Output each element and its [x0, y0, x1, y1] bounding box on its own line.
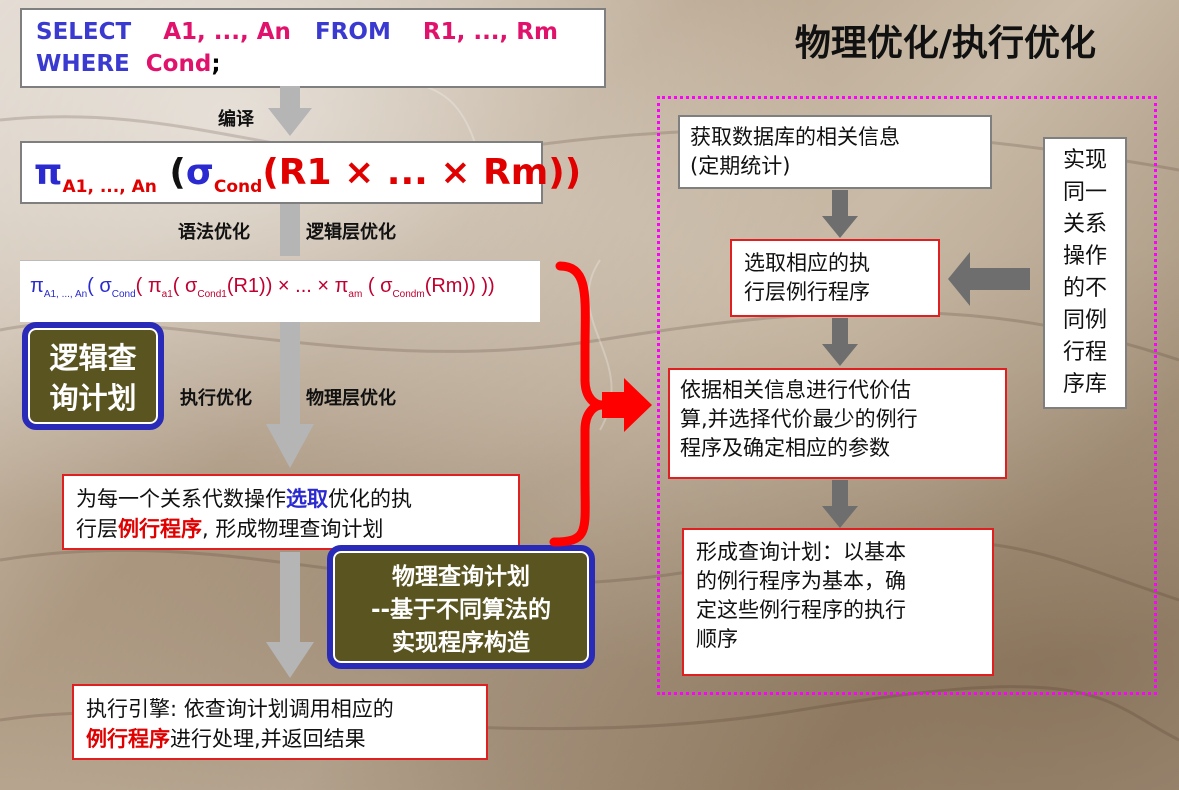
from-relations: R1, ..., Rm — [422, 19, 558, 45]
arrow-compile — [268, 86, 312, 136]
formula1-body: (R1 × ... × Rm)) — [262, 152, 582, 193]
formula2-part-c: ( π — [135, 275, 162, 297]
exec-routine-highlight: 例行程序 — [86, 727, 170, 751]
formula2-pi: π — [30, 275, 44, 297]
exec-engine-box: 执行引擎: 依查询计划调用相应的 例行程序进行处理,并返回结果 — [72, 684, 488, 760]
syntax-opt-label: 语法优化 — [178, 222, 250, 243]
formula2-sub-a: A1, ..., An — [43, 289, 88, 300]
arrow-to-exec — [266, 552, 314, 678]
formula2-sub-c: a1 — [161, 289, 173, 300]
phys-plan-line3: 实现程序构造 — [392, 630, 530, 656]
phys-plan-line2: --基于不同算法的 — [370, 597, 552, 623]
select-columns: A1, ..., An — [163, 19, 291, 45]
formula1-pi: π — [34, 152, 63, 193]
left-flow-arrows — [266, 86, 314, 678]
arrow-exec-opt — [266, 318, 314, 468]
compile-label: 编译 — [218, 109, 254, 130]
stats-info-box: 获取数据库的相关信息 (定期统计) — [678, 115, 992, 189]
logic-query-plan-badge: 逻辑查 询计划 — [22, 322, 164, 430]
formula2-sub-b: Cond — [111, 289, 136, 300]
physical-optimization-frame — [657, 96, 1157, 695]
select-box-text-1: 为每一个关系代数操作 — [76, 487, 286, 511]
formula2-part-d: ( σ — [172, 275, 198, 297]
formula2-sub-d: Cond1 — [197, 289, 227, 300]
logic-plan-line2: 询计划 — [49, 381, 137, 415]
select-box-text-4: , 形成物理查询计划 — [202, 517, 384, 541]
where-keyword: WHERE — [36, 51, 130, 77]
formula2-part-b: ( σ — [87, 275, 112, 297]
physical-layer-opt-label: 物理层优化 — [306, 388, 396, 409]
formula1-pi-sub: A1, ..., An — [62, 177, 157, 198]
formula1-open: ( — [156, 152, 186, 193]
formula2-part-f: ( σ — [362, 275, 393, 297]
sql-semicolon: ; — [211, 51, 221, 77]
select-box-text-3: 行层 — [76, 517, 118, 541]
select-box-text-2: 优化的执 — [328, 487, 412, 511]
arrow-box3-box4 — [822, 480, 858, 528]
from-keyword: FROM — [314, 19, 391, 45]
where-condition: Cond — [145, 51, 212, 77]
logic-plan-line1: 逻辑查 — [49, 341, 137, 375]
arrow-shaft-logic — [280, 196, 300, 256]
cost-estimate-box: 依据相关信息进行代价估 算,并选择代价最少的例行 程序及确定相应的参数 — [668, 368, 1007, 479]
page-title: 物理优化/执行优化 — [794, 23, 1096, 64]
select-keyword: SELECT — [36, 19, 132, 45]
routine-library-box: 实现 同一 关系 操作 的不 同例 行程 序库 — [1043, 137, 1127, 409]
sql-query-box: SELECT A1, ..., An FROM R1, ..., Rm WHER… — [20, 8, 606, 88]
formula-box-1: πA1, ..., An (σCond(R1 × ... × Rm)) — [20, 141, 581, 204]
select-highlight: 选取 — [286, 487, 328, 511]
arrow-box1-box2 — [822, 190, 858, 238]
formula2-part-e: (R1)) × ... × π — [226, 275, 349, 297]
red-arrow — [602, 378, 652, 432]
formula1-sigma-sub: Cond — [213, 177, 263, 198]
select-routine-box: 为每一个关系代数操作选取优化的执 行层例行程序, 形成物理查询计划 — [62, 474, 520, 550]
logic-layer-opt-label: 逻辑层优化 — [306, 222, 396, 243]
formula-box-2: πA1, ..., An( σCond( πa1( σCond1(R1)) × … — [20, 260, 540, 322]
formula2-sub-f: Condm — [392, 289, 425, 300]
formula2-part-g: (Rm)) )) — [424, 275, 495, 297]
exec-box-text-2: 进行处理,并返回结果 — [170, 727, 366, 751]
select-routine-step-box: 选取相应的执 行层例行程序 — [730, 239, 940, 317]
form-plan-box: 形成查询计划：以基本 的例行程序为基本，确 定这些例行程序的执行 顺序 — [682, 528, 994, 676]
red-brace-arrow — [549, 261, 652, 547]
physical-query-plan-badge: 物理查询计划 --基于不同算法的 实现程序构造 — [327, 545, 595, 669]
formula1-sigma: σ — [185, 152, 214, 193]
arrow-box2-box3 — [822, 318, 858, 366]
formula2-sub-e: am — [348, 289, 363, 300]
red-brace — [549, 261, 603, 547]
exec-box-text-1: 执行引擎: 依查询计划调用相应的 — [86, 697, 394, 721]
arrow-library-to-box2 — [948, 252, 1030, 306]
phys-plan-line1: 物理查询计划 — [392, 564, 530, 590]
routine-highlight: 例行程序 — [118, 517, 202, 541]
exec-opt-label: 执行优化 — [180, 388, 252, 409]
right-flow-arrows — [822, 190, 1030, 528]
